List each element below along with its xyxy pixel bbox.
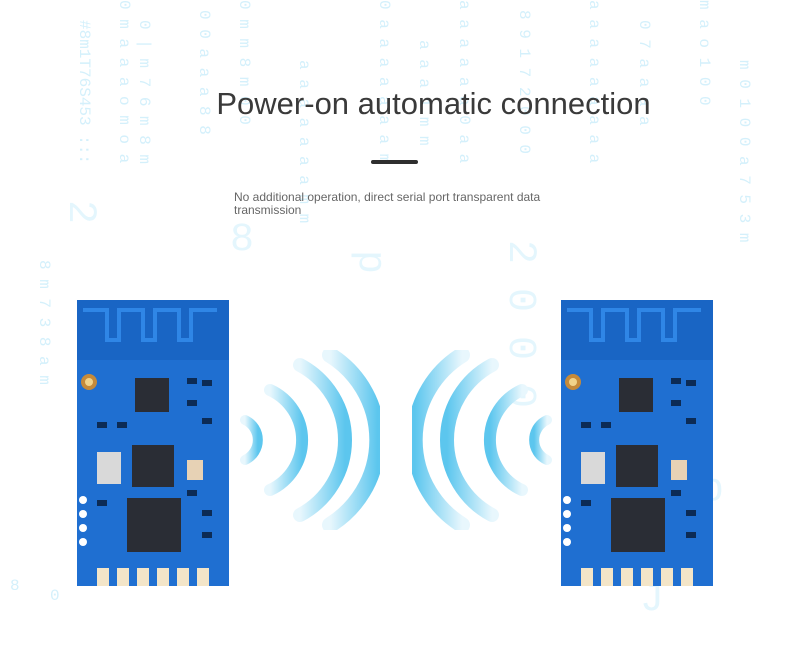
signal-waves-left-icon xyxy=(240,350,380,530)
svg-text:a a a a a a 0 a a: a a a a a a 0 a a xyxy=(455,0,473,164)
svg-text:p: p xyxy=(347,250,392,274)
svg-text:0 | m 7 6 m 8 m: 0 | m 7 6 m 8 m xyxy=(135,20,153,164)
wireless-module-right xyxy=(561,300,713,586)
svg-text:2: 2 xyxy=(57,200,102,224)
svg-text:8 m 7 3 8 a m: 8 m 7 3 8 a m xyxy=(35,260,53,385)
svg-text:#8m1T76S453 :::: #8m1T76S453 ::: xyxy=(75,20,93,164)
svg-text:m 0 1 0 0 a 7 5 3 m: m 0 1 0 0 a 7 5 3 m xyxy=(735,60,753,242)
svg-text:8: 8 xyxy=(10,577,20,595)
wireless-module-left xyxy=(77,300,229,586)
subtitle: No additional operation, direct serial p… xyxy=(234,190,541,217)
svg-text:m a o 1 0 0: m a o 1 0 0 xyxy=(695,0,713,106)
svg-text:0 7 a a a a: 0 7 a a a a xyxy=(635,20,653,126)
svg-text:2 0 0 0: 2 0 0 0 xyxy=(497,240,542,408)
svg-text:a a a 1 m m: a a a 1 m m xyxy=(415,40,433,146)
title-divider xyxy=(371,160,418,164)
svg-text:0 0 a a a 8 8: 0 0 a a a 8 8 xyxy=(195,10,213,135)
svg-text:a a a a a a a a a: a a a a a a a a a xyxy=(585,0,603,164)
svg-text:8 9 1 7 2 0 0 0: 8 9 1 7 2 0 0 0 xyxy=(515,10,533,154)
signal-waves-right-icon xyxy=(412,350,552,530)
svg-text:0: 0 xyxy=(50,587,60,605)
svg-text:0 a a a a a a a m: 0 a a a a a a a m xyxy=(375,0,393,163)
svg-text:0 m m 8 m 0 0: 0 m m 8 m 0 0 xyxy=(235,0,253,125)
page-title: Power-on automatic connection xyxy=(216,86,651,121)
svg-text:a a a a a a a m m: a a a a a a a m m xyxy=(295,60,313,223)
svg-text:0 m a a a o m o a: 0 m a a a o m o a xyxy=(115,0,133,164)
svg-text:8: 8 xyxy=(230,218,254,263)
